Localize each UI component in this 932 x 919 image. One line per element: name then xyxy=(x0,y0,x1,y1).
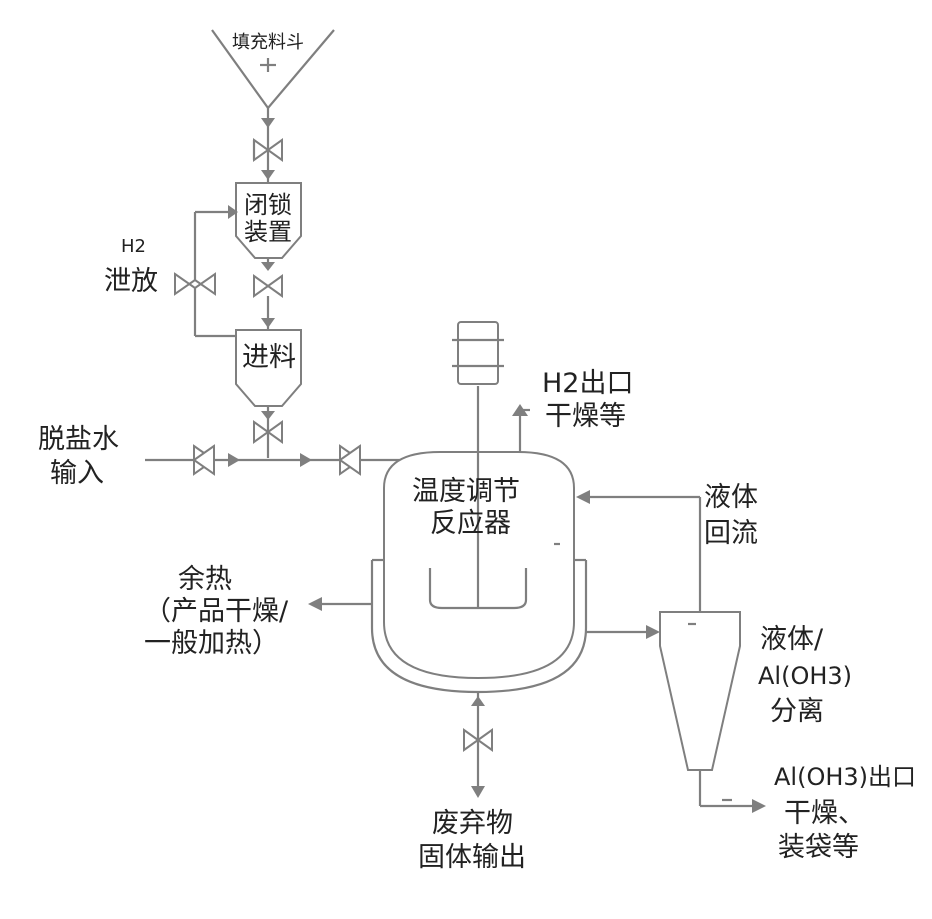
lock-device-label-1: 闭锁 xyxy=(244,191,292,219)
lock-device-label-2: 装置 xyxy=(244,218,292,246)
h2-vent-loop xyxy=(175,205,238,336)
liquid-reflux-line xyxy=(576,490,700,612)
waste-output-label-1: 废弃物 xyxy=(432,808,513,839)
h2-vent-label-2: 泄放 xyxy=(104,266,158,297)
h2-vent-label-1: H2 xyxy=(121,236,146,257)
waste-outlet-line xyxy=(464,692,492,798)
reactor-label-2: 反应器 xyxy=(430,508,511,539)
flow-arrow xyxy=(261,318,275,328)
h2-outlet xyxy=(512,404,530,452)
feed-vessel-label: 进料 xyxy=(242,342,296,373)
separator-label-3: 分离 xyxy=(770,696,824,727)
waste-heat-label-1: 余热 xyxy=(178,564,232,595)
product-outlet-line xyxy=(700,792,766,813)
product-outlet-label-3: 装袋等 xyxy=(778,832,859,863)
reactor-to-separator-line xyxy=(586,625,660,639)
product-outlet-label-2: 干燥、 xyxy=(784,798,865,829)
h2-outlet-label-2: 干燥等 xyxy=(545,401,626,432)
waste-heat-line xyxy=(308,597,372,611)
water-input-line xyxy=(145,446,400,474)
waste-heat-label-3: 一般加热） xyxy=(144,628,279,659)
flow-arrow xyxy=(261,411,275,420)
hopper-label: 填充料斗 xyxy=(232,32,304,53)
flow-arrow xyxy=(261,118,275,128)
reflux-label-1: 液体 xyxy=(704,482,758,513)
separator-label-1: 液体/ xyxy=(760,624,824,655)
reflux-label-2: 回流 xyxy=(704,518,758,549)
waste-heat-label-2: （产品干燥/ xyxy=(144,596,289,627)
flow-arrow xyxy=(261,170,275,180)
separator-label-2: Al(OH3) xyxy=(758,662,852,690)
reactor-label-1: 温度调节 xyxy=(412,476,520,507)
water-input-label-1: 脱盐水 xyxy=(38,424,119,455)
h2-outlet-label-1: H2出口 xyxy=(542,368,633,399)
lock-outlet-valve xyxy=(254,276,282,296)
flow-arrow xyxy=(261,262,275,271)
separator xyxy=(660,612,740,792)
waste-output-label-2: 固体输出 xyxy=(418,842,526,873)
product-outlet-label-1: Al(OH3)出口 xyxy=(774,763,916,791)
water-input-label-2: 输入 xyxy=(50,458,104,489)
agitator-motor xyxy=(452,322,504,384)
